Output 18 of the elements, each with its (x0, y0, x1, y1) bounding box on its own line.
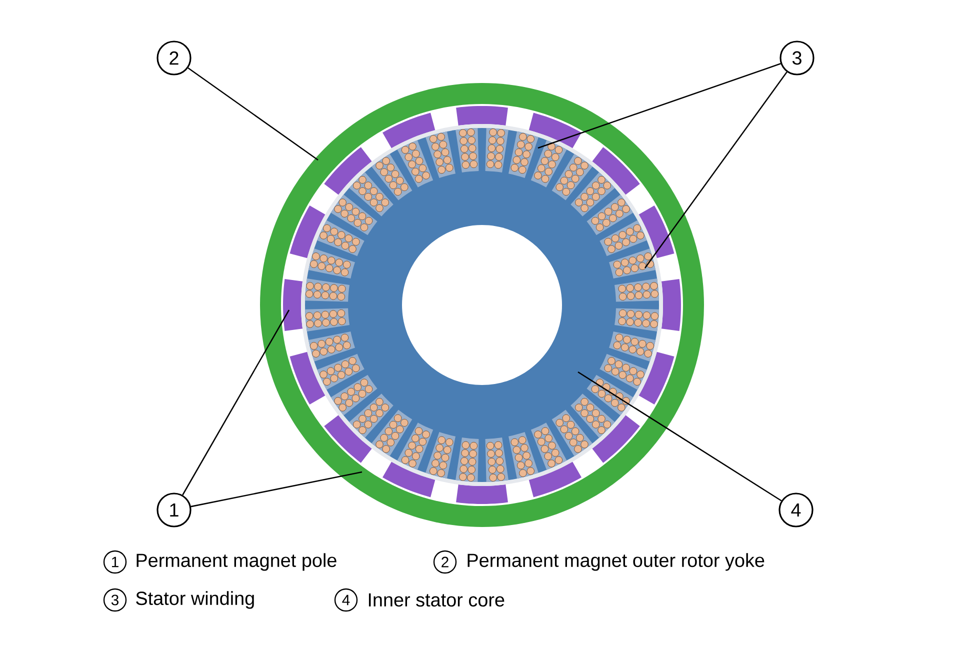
legend-text: Permanent magnet outer rotor yoke (468, 553, 764, 571)
leader-line (182, 310, 290, 496)
callout-number: 4 (778, 492, 814, 528)
leader-line (190, 471, 362, 508)
leader-line (188, 67, 318, 161)
leader-line (578, 371, 782, 502)
callout-number: 2 (433, 550, 457, 574)
callout-number: 1 (103, 550, 127, 574)
legend-text: Inner stator core (368, 593, 504, 607)
leader-line (538, 63, 781, 149)
legend-text: Permanent magnet pole (136, 553, 336, 571)
leader-line (644, 72, 788, 268)
legend-text: Stator winding (136, 591, 254, 609)
callout-number: 4 (334, 588, 358, 612)
callout-number: 1 (156, 492, 192, 528)
callout-number: 3 (103, 588, 127, 612)
callout-number: 2 (156, 40, 192, 76)
callout-number: 3 (780, 40, 814, 76)
